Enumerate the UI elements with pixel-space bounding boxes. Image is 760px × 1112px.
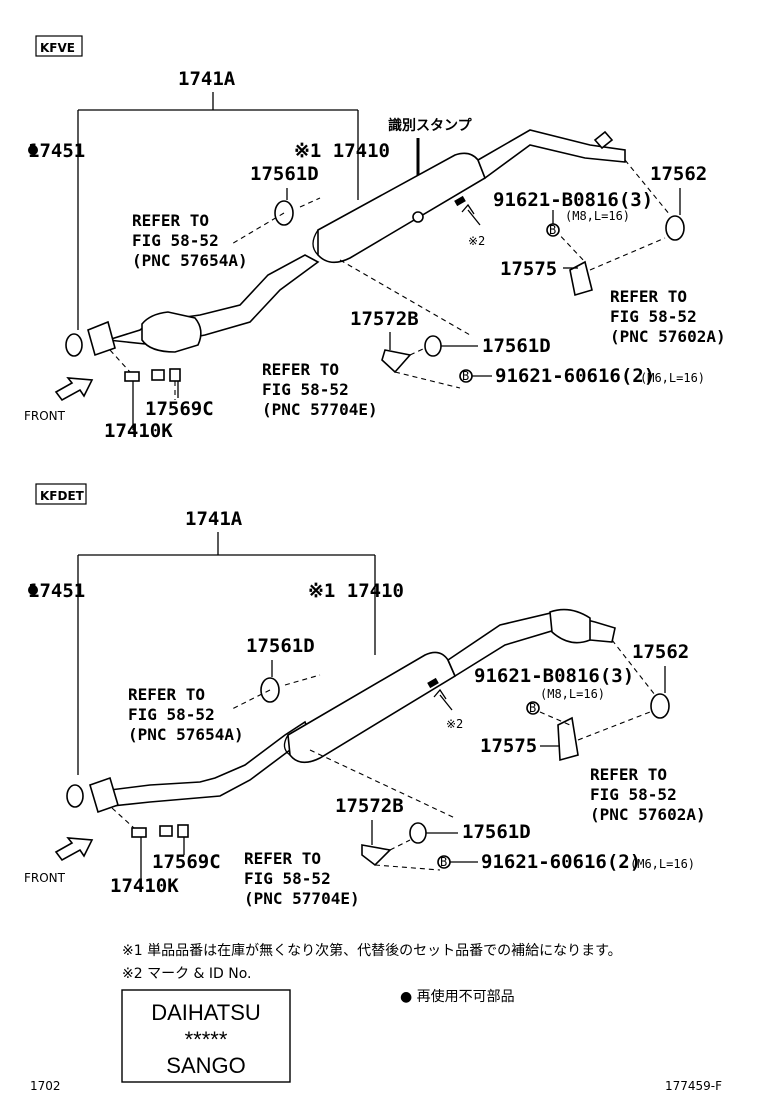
catalytic-converter xyxy=(141,311,202,353)
bolt-spec2-2: 91621-60616(2) xyxy=(481,851,641,873)
insulator-front-number-2: 17561D xyxy=(246,635,315,657)
hanger-rear-number-2: 17562 xyxy=(632,641,689,663)
nut-number: 17569C xyxy=(145,398,214,420)
muffler-number-2: ※1 17410 xyxy=(308,580,404,602)
muffler-number: ※1 17410 xyxy=(294,140,390,162)
hanger-rear-number: 17562 xyxy=(650,163,707,185)
refer2-line1-2: REFER TO xyxy=(590,765,667,784)
bolt-spec1-size: (M8,L=16) xyxy=(565,209,630,223)
main-muffler xyxy=(317,152,486,264)
note2: ※2 マーク & ID No. xyxy=(122,966,252,982)
refer2-line3: (PNC 57602A) xyxy=(610,327,726,346)
refer2-line1: REFER TO xyxy=(610,287,687,306)
bracket-number: 17575 xyxy=(500,258,557,280)
refer1-line2-2: FIG 58-52 xyxy=(128,705,215,724)
stud-part xyxy=(124,371,140,382)
note1: ※1 単品品番は在庫が無くなり次第、代替後のセット品番での補給になります。 xyxy=(122,942,622,959)
bracket xyxy=(569,260,593,297)
engine-tag-2: KFDET xyxy=(40,489,85,503)
insulator-rear xyxy=(424,335,442,357)
refer2-line2: FIG 58-52 xyxy=(610,307,697,326)
flange xyxy=(87,320,116,357)
tail-pipe xyxy=(477,129,626,180)
footer-left: 1702 xyxy=(30,1079,61,1093)
bolt-spec2-size-2: (M6,L=16) xyxy=(630,857,695,871)
refer1-line1: REFER TO xyxy=(132,211,209,230)
bolt-marker-2: B xyxy=(462,369,469,383)
nut-number-2: 17569C xyxy=(152,851,221,873)
stamp-label: 識別スタンプ xyxy=(388,117,473,134)
stud-number-2: 17410K xyxy=(110,875,179,897)
nut-part xyxy=(151,369,165,381)
bolt-spec1-size-2: (M8,L=16) xyxy=(540,687,605,701)
refer3-line3-2: (PNC 57704E) xyxy=(244,889,360,908)
bolt-spec2: 91621-60616(2) xyxy=(495,365,655,387)
non-reusable-legend: ● 再使用不可部品 xyxy=(400,988,515,1005)
stamp-box xyxy=(121,989,291,1083)
stamp-line1: DAIHATSU xyxy=(151,1000,261,1025)
refer3-line2-2: FIG 58-52 xyxy=(244,869,331,888)
refer3-line1: REFER TO xyxy=(262,360,339,379)
refer3-line2: FIG 58-52 xyxy=(262,380,349,399)
front-label-2: FRONT xyxy=(24,871,66,885)
bracket-number-2: 17575 xyxy=(480,735,537,757)
insulator-rear-number-2: 17561D xyxy=(462,821,531,843)
assembly-number: 1741A xyxy=(178,68,236,90)
section-kfve: KFVE 1741A 17451 ※1 17410 識別スタンプ ※2 1756… xyxy=(24,35,726,442)
bracket-front-number-2: 17572B xyxy=(335,795,404,817)
gasket-number-2: 17451 xyxy=(28,580,85,602)
non-reusable-dot xyxy=(28,145,38,155)
bracket-front-number: 17572B xyxy=(350,308,419,330)
refer1-line2: FIG 58-52 xyxy=(132,231,219,250)
front-arrow xyxy=(54,377,94,402)
gasket xyxy=(65,333,83,357)
refer2-line2-2: FIG 58-52 xyxy=(590,785,677,804)
mark2-2: ※2 xyxy=(446,717,463,731)
bolt-spec1-2: 91621-B0816(3) xyxy=(474,665,634,687)
hanger-rear xyxy=(665,215,685,241)
refer3-line1-2: REFER TO xyxy=(244,849,321,868)
insulator-front-number: 17561D xyxy=(250,163,319,185)
refer1-line1-2: REFER TO xyxy=(128,685,205,704)
bracket-front xyxy=(381,349,412,374)
bolt-spec2-size: (M6,L=16) xyxy=(640,371,705,385)
bolt-marker-4: B xyxy=(440,855,447,869)
gasket-number: 17451 xyxy=(28,140,85,162)
stamp-line2: ***** xyxy=(185,1027,228,1052)
section-kfdet: KFDET 1741A 17451 ※1 17410 ※2 17561D 175… xyxy=(24,483,706,908)
refer2-line3-2: (PNC 57602A) xyxy=(590,805,706,824)
refer3-line3: (PNC 57704E) xyxy=(262,400,378,419)
refer1-line3: (PNC 57654A) xyxy=(132,251,248,270)
bolt-marker: B xyxy=(549,223,556,237)
bolt-spec1: 91621-B0816(3) xyxy=(493,189,653,211)
refer1-line3-2: (PNC 57654A) xyxy=(128,725,244,744)
engine-tag: KFVE xyxy=(40,41,75,55)
front-label: FRONT xyxy=(24,409,66,423)
stud-number: 17410K xyxy=(104,420,173,442)
stamp-line3: SANGO xyxy=(166,1053,245,1078)
mark2: ※2 xyxy=(468,234,485,248)
bolt-marker-3: B xyxy=(529,701,536,715)
footer-right: 177459-F xyxy=(665,1079,722,1093)
assembly-number-2: 1741A xyxy=(185,508,243,530)
insulator-rear-number: 17561D xyxy=(482,335,551,357)
